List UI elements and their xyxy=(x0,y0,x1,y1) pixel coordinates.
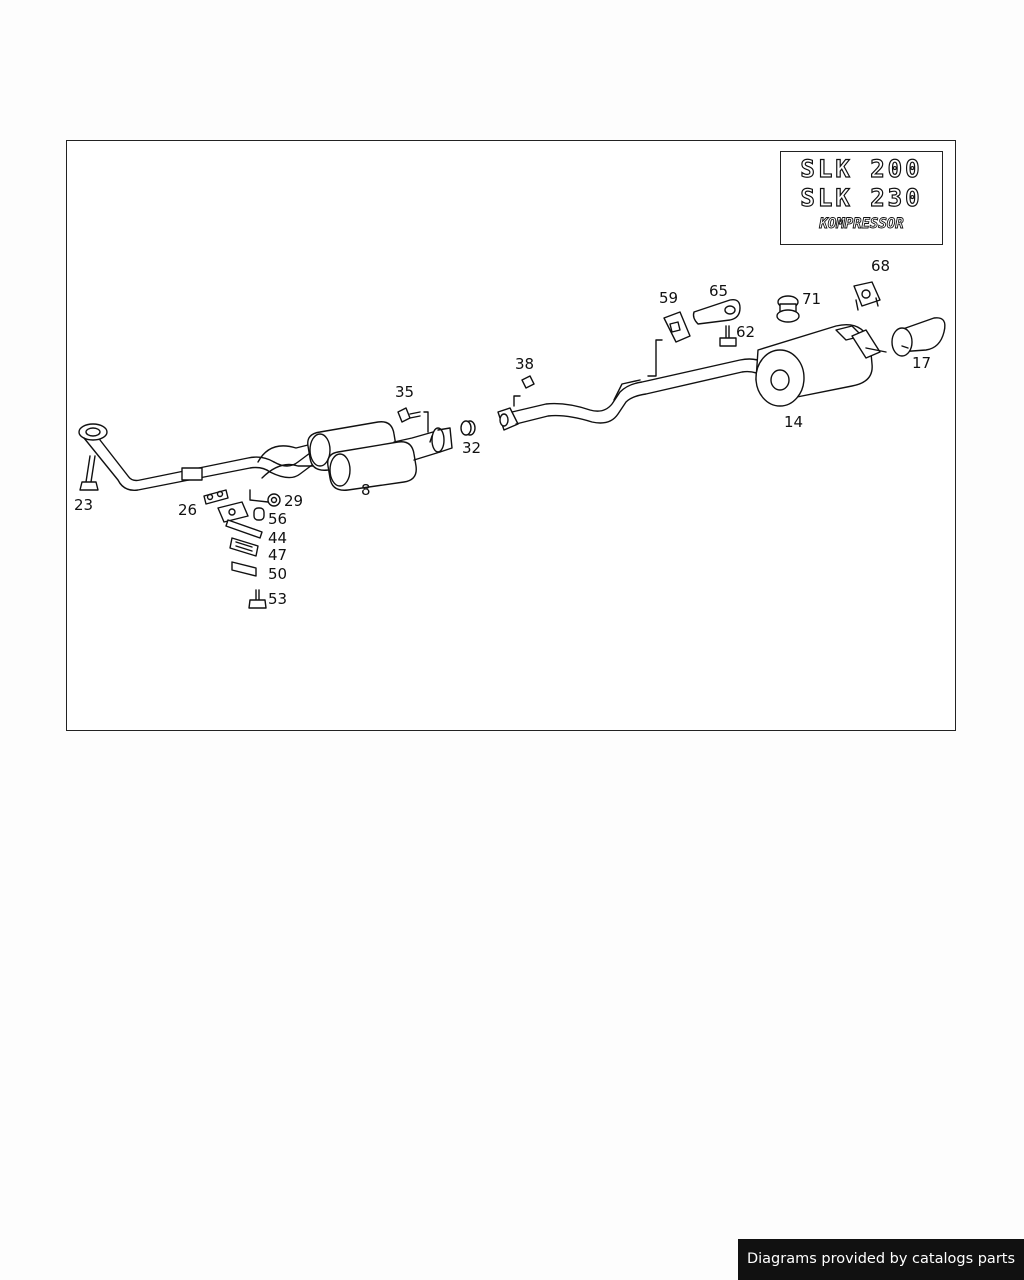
clamp-68 xyxy=(853,281,881,311)
bolt-62 xyxy=(719,325,737,347)
callout-23: 23 xyxy=(74,496,93,514)
callout-35: 35 xyxy=(395,383,414,401)
model-slk230: SLK 230 xyxy=(800,183,923,212)
callout-8: 8 xyxy=(361,481,371,499)
middle-pipe xyxy=(497,339,771,431)
callout-38: 38 xyxy=(515,355,534,373)
callout-56: 56 xyxy=(268,510,287,528)
bolt-23 xyxy=(79,455,99,491)
nut-38 xyxy=(513,375,535,407)
front-pipe xyxy=(78,423,317,491)
catalytic-converter xyxy=(257,421,453,491)
callout-62: 62 xyxy=(736,323,755,341)
hanger-rubber-59 xyxy=(663,311,691,343)
gasket-32 xyxy=(460,420,476,436)
bracket-65 xyxy=(692,298,741,325)
hanger-kit xyxy=(203,489,281,609)
model-kompressor: KOMPRESSOR xyxy=(819,216,904,233)
callout-29: 29 xyxy=(284,492,303,510)
model-slk200: SLK 200 xyxy=(800,154,923,183)
bolt-35 xyxy=(397,407,429,433)
callout-53: 53 xyxy=(268,590,287,608)
footer-credit: Diagrams provided by catalogs parts xyxy=(738,1239,1024,1280)
callout-68: 68 xyxy=(871,257,890,275)
callout-26: 26 xyxy=(178,501,197,519)
rubber-mount-71 xyxy=(776,295,800,323)
callout-65: 65 xyxy=(709,282,728,300)
callout-32: 32 xyxy=(462,439,481,457)
callout-47: 47 xyxy=(268,546,287,564)
callout-44: 44 xyxy=(268,529,287,547)
callout-50: 50 xyxy=(268,565,287,583)
callout-59: 59 xyxy=(659,289,678,307)
model-badge: SLK 200 SLK 230 KOMPRESSOR xyxy=(780,151,943,245)
callout-17: 17 xyxy=(912,354,931,372)
callout-14: 14 xyxy=(784,413,803,431)
tail-pipe-trim xyxy=(891,317,946,357)
rear-silencer xyxy=(755,324,887,407)
callout-71: 71 xyxy=(802,290,821,308)
